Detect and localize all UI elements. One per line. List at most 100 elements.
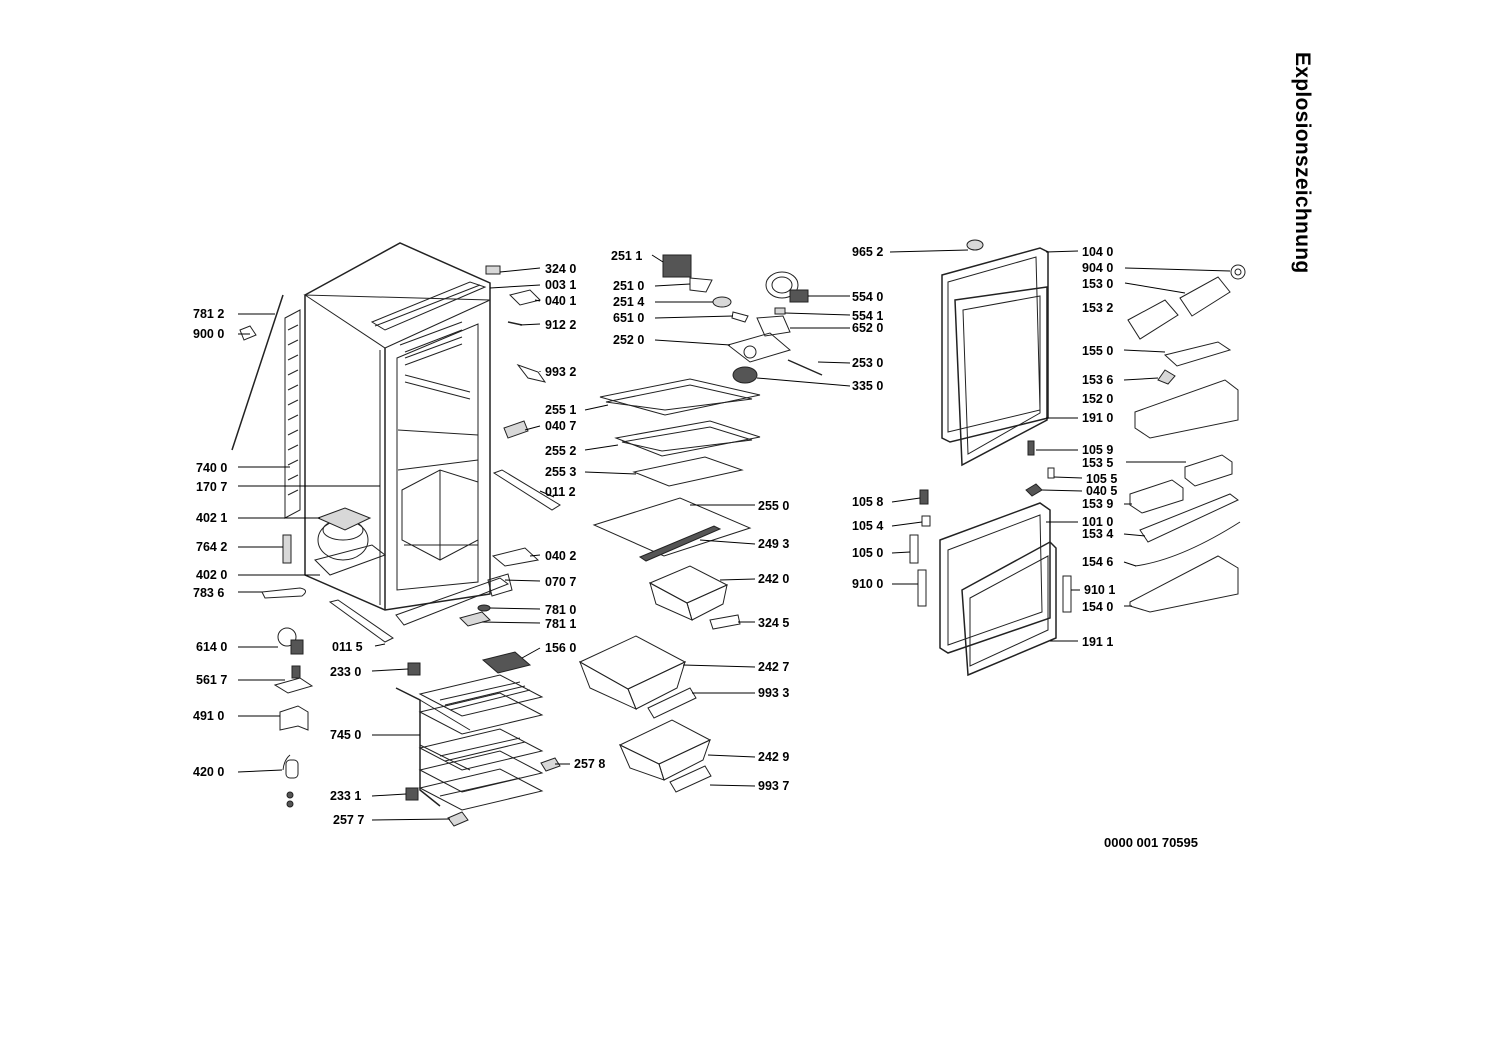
foot-part: [487, 573, 513, 597]
callout-label: 040 1: [545, 294, 576, 308]
bottom-strip: [328, 599, 394, 643]
callout-label: 740 0: [196, 461, 227, 475]
sensor-part: [516, 363, 547, 383]
door-hinge: [909, 534, 919, 564]
crisper-drawer-middle: [578, 635, 687, 710]
callout-label: 781 1: [545, 617, 576, 631]
callout-label: 233 1: [330, 789, 361, 803]
rail-part: [709, 614, 741, 630]
callout-label: 153 2: [1082, 301, 1113, 315]
crisper-drawer-upper: [648, 565, 729, 621]
screw-part: [507, 321, 523, 326]
callout-label: 764 2: [196, 540, 227, 554]
fan-motor: [789, 289, 809, 303]
thermostat-part: [756, 315, 791, 337]
callout-label: 233 0: [330, 665, 361, 679]
seal-strip: [638, 525, 722, 562]
fan-ring: [765, 271, 799, 299]
callout-label: 040 2: [545, 549, 576, 563]
clip-lower: [405, 787, 419, 801]
callout-label: 255 0: [758, 499, 789, 513]
callout-label: 251 0: [613, 279, 644, 293]
callout-label: 040 7: [545, 419, 576, 433]
callout-label: 910 1: [1084, 583, 1115, 597]
drain-rod: [231, 294, 284, 451]
callout-label: 965 2: [852, 245, 883, 259]
callout-label: 242 7: [758, 660, 789, 674]
callout-label: 561 7: [196, 673, 227, 687]
clip-upper: [407, 662, 421, 676]
callout-label: 745 0: [330, 728, 361, 742]
relay-box: [290, 639, 304, 655]
callout-label: 781 0: [545, 603, 576, 617]
top-rail: [370, 281, 487, 331]
callout-label: 491 0: [193, 709, 224, 723]
callout-label: 614 0: [196, 640, 227, 654]
callout-label: 040 5: [1086, 484, 1117, 498]
callout-label: 781 2: [193, 307, 224, 321]
callout-label: 170 7: [196, 480, 227, 494]
starter-part: [273, 677, 314, 694]
callout-label: 153 5: [1082, 456, 1113, 470]
callout-label: 910 0: [852, 577, 883, 591]
control-rod: [787, 359, 823, 376]
callout-label: 255 3: [545, 465, 576, 479]
callout-label: 324 5: [758, 616, 789, 630]
callout-label: 402 1: [196, 511, 227, 525]
callout-label: 104 0: [1082, 245, 1113, 259]
callout-label: 554 1: [852, 309, 883, 323]
callout-label: 651 0: [613, 311, 644, 325]
door-bins: [909, 264, 1246, 613]
callout-label: 324 0: [545, 262, 576, 276]
callout-label: 335 0: [852, 379, 883, 393]
crisper-drawer-lower: [618, 719, 712, 781]
callout-label: 249 3: [758, 537, 789, 551]
callout-label: 154 6: [1082, 555, 1113, 569]
callout-label: 105 4: [852, 519, 883, 533]
door-bin-large: [1134, 379, 1239, 439]
bulb-holder: [712, 296, 732, 308]
crisper-rail-2: [669, 765, 712, 793]
glass-shelf-2: [614, 420, 761, 457]
callout-label: 912 2: [545, 318, 576, 332]
callout-label: 070 7: [545, 575, 576, 589]
hose: [261, 587, 306, 599]
light-shade: [689, 277, 713, 293]
handle-left: [917, 569, 927, 607]
callout-label: 153 9: [1082, 497, 1113, 511]
callout-label: 153 4: [1082, 527, 1113, 541]
callout-label: 420 0: [193, 765, 224, 779]
bottom-rail: [395, 577, 510, 626]
callout-label: 156 0: [545, 641, 576, 655]
callout-label: 402 0: [196, 568, 227, 582]
callout-label: 242 0: [758, 572, 789, 586]
compressor: [314, 507, 387, 576]
door-plug: [966, 239, 984, 251]
callout-label: 257 8: [574, 757, 605, 771]
capacitor-part: [285, 759, 299, 779]
leader-lines: [237, 249, 1231, 821]
lamp-part: [731, 311, 749, 323]
foot-screw: [477, 604, 491, 612]
callout-label: 255 1: [545, 403, 576, 417]
callout-label: 101 0: [1082, 515, 1113, 529]
callout-label: 993 7: [758, 779, 789, 793]
callout-label: 900 0: [193, 327, 224, 341]
callout-label: 251 1: [611, 249, 642, 263]
control-knob: [732, 366, 758, 384]
callout-label: 904 0: [1082, 261, 1113, 275]
bin-rail: [1139, 493, 1239, 543]
callout-label: 153 6: [1082, 373, 1113, 387]
door-bin-medium: [1129, 479, 1184, 514]
control-housing: [726, 332, 792, 363]
centre-components: [578, 254, 823, 793]
hinge-part: [503, 420, 529, 439]
callout-label: 153 0: [1082, 277, 1113, 291]
glass-shelf-3: [632, 456, 744, 487]
foot-plate: [459, 611, 491, 627]
bracket-part: [509, 289, 541, 306]
cap: [1230, 264, 1246, 280]
cabinet-shelf-lines: [397, 321, 479, 561]
callout-label: 253 0: [852, 356, 883, 370]
